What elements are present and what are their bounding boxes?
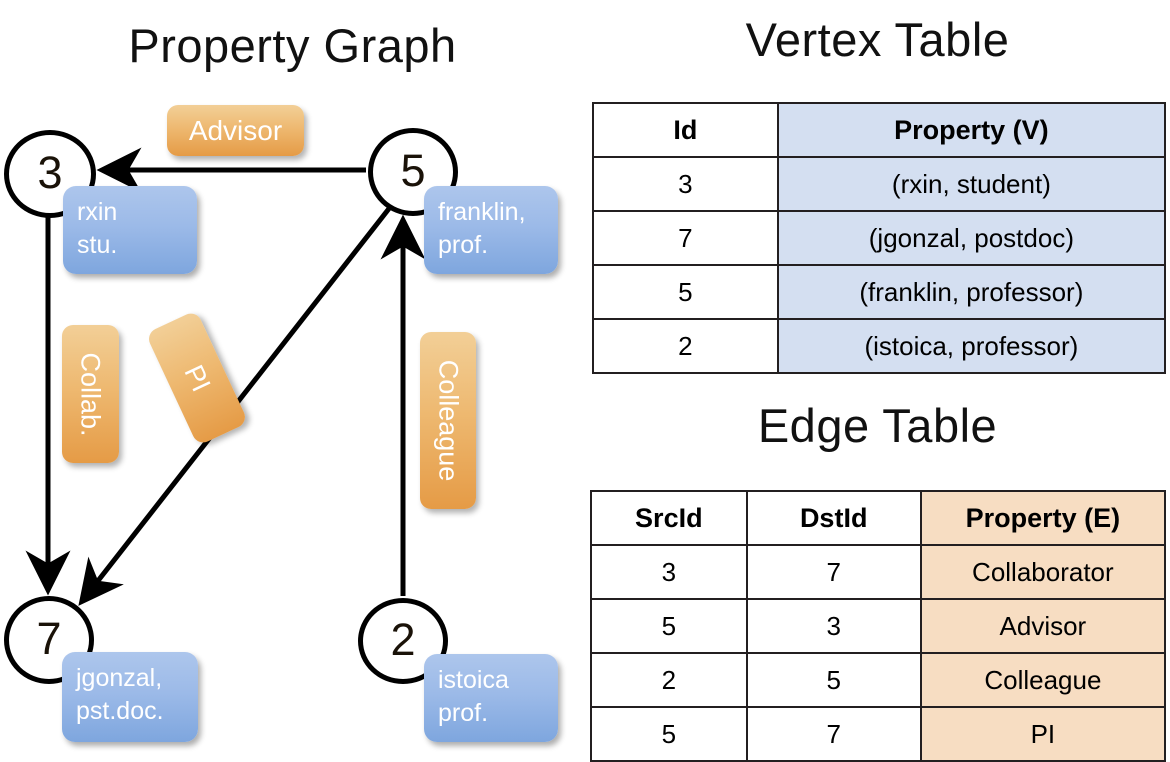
edge-cell-property: Advisor <box>919 598 1167 654</box>
edge-cell-dstid: 3 <box>745 598 922 654</box>
vertex-property-callout-5: franklin, prof. <box>424 186 558 274</box>
edge-label-collab: Collab. <box>62 325 119 463</box>
edge-table: SrcId DstId Property (E) 3 7 Collaborato… <box>590 490 1167 762</box>
edge-cell-property: Collaborator <box>919 544 1167 600</box>
vertex-cell-id: 2 <box>592 318 779 374</box>
callout-line-2: stu. <box>77 231 118 259</box>
vertex-node-3-label: 3 <box>37 147 63 198</box>
page-title-property-graph: Property Graph <box>128 19 457 72</box>
edge-cell-srcid: 3 <box>590 544 748 600</box>
table-row[interactable]: 2 (istoica, professor) <box>592 318 1167 374</box>
table-row[interactable]: 7 (jgonzal, postdoc) <box>592 210 1167 266</box>
vertex-property-callout-3: rxin stu. <box>63 186 197 274</box>
vertex-cell-property: (rxin, student) <box>776 156 1167 212</box>
vertex-property-callout-2: istoica prof. <box>424 654 558 742</box>
edge-cell-srcid: 5 <box>590 706 748 762</box>
page-title-edge-table: Edge Table <box>757 399 998 452</box>
table-row[interactable]: 5 7 PI <box>590 706 1167 762</box>
table-row[interactable]: 3 (rxin, student) <box>592 156 1167 212</box>
callout-line-1: istoica <box>438 666 509 694</box>
edge-label-colleague: Colleague <box>420 332 476 509</box>
callout-line-1: rxin <box>77 198 118 226</box>
vertex-table-header-id: Id <box>592 102 779 158</box>
vertex-cell-id: 5 <box>592 264 779 320</box>
vertex-cell-id: 3 <box>592 156 779 212</box>
edge-cell-srcid: 5 <box>590 598 748 654</box>
page-title-vertex-table: Vertex Table <box>745 13 1010 66</box>
table-row[interactable]: 2 5 Colleague <box>590 652 1167 708</box>
edge-table-header-row: SrcId DstId Property (E) <box>590 490 1167 546</box>
edge-table-header-property: Property (E) <box>919 490 1167 546</box>
edge-label-pi-text: PI <box>178 359 217 396</box>
callout-line-2: pst.doc. <box>76 697 164 725</box>
vertex-cell-property: (jgonzal, postdoc) <box>776 210 1167 266</box>
edge-cell-dstid: 7 <box>745 706 922 762</box>
table-row[interactable]: 5 3 Advisor <box>590 598 1167 654</box>
vertex-property-callout-7: jgonzal, pst.doc. <box>62 652 198 742</box>
vertex-node-7-label: 7 <box>36 613 62 664</box>
edge-label-advisor-text: Advisor <box>188 114 283 146</box>
edge-cell-dstid: 7 <box>745 544 922 600</box>
vertex-cell-property: (istoica, professor) <box>776 318 1167 374</box>
table-row[interactable]: 5 (franklin, professor) <box>592 264 1167 320</box>
edge-cell-dstid: 5 <box>745 652 922 708</box>
callout-line-2: prof. <box>438 699 489 727</box>
property-graph-diagram: 3 5 7 2 rxin stu. franklin, prof. jgonza… <box>0 0 585 760</box>
edge-cell-srcid: 2 <box>590 652 748 708</box>
vertex-cell-id: 7 <box>592 210 779 266</box>
table-row[interactable]: 3 7 Collaborator <box>590 544 1167 600</box>
edge-table-header-srcid: SrcId <box>590 490 748 546</box>
edge-table-header-dstid: DstId <box>745 490 922 546</box>
callout-line-2: prof. <box>438 231 489 259</box>
vertex-node-2[interactable]: 2 <box>358 598 448 684</box>
vertex-node-2-label: 2 <box>390 614 416 665</box>
callout-line-1: franklin, <box>438 198 526 226</box>
vertex-node-5-label: 5 <box>400 145 426 196</box>
edge-label-advisor: Advisor <box>167 105 304 156</box>
edge-cell-property: PI <box>919 706 1167 762</box>
vertex-node-5[interactable]: 5 <box>368 128 458 216</box>
vertex-cell-property: (franklin, professor) <box>776 264 1167 320</box>
vertex-table-header-row: Id Property (V) <box>592 102 1167 158</box>
edge-label-colleague-text: Colleague <box>433 359 464 482</box>
vertex-table-header-property: Property (V) <box>776 102 1167 158</box>
edge-cell-property: Colleague <box>919 652 1167 708</box>
callout-line-1: jgonzal, <box>76 664 163 692</box>
vertex-table: Id Property (V) 3 (rxin, student) 7 (jgo… <box>592 102 1167 374</box>
edge-label-collab-text: Collab. <box>76 351 107 437</box>
